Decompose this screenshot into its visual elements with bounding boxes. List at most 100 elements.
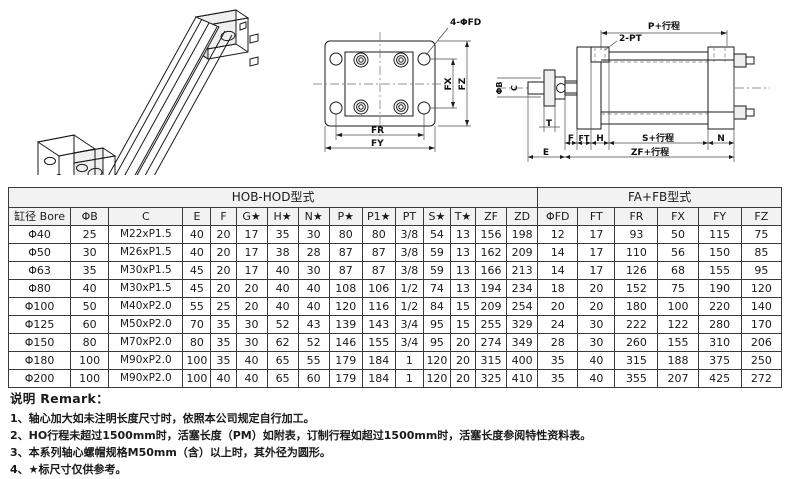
table-cell: 20 xyxy=(210,225,237,244)
table-cell: M30xP1.5 xyxy=(108,279,184,298)
table-cell: 18 xyxy=(537,279,579,298)
table-cell: 207 xyxy=(657,369,699,388)
table-cell: 30 xyxy=(70,243,110,262)
table-cell: 35 xyxy=(266,225,299,244)
table-cell: 100 xyxy=(70,369,110,388)
col-header-phib: ΦB xyxy=(70,207,110,226)
table-cell: 140 xyxy=(740,297,783,316)
side-dim-ft-label: FT xyxy=(579,134,590,143)
col-header-s: S★ xyxy=(422,207,451,226)
table-cell: 20 xyxy=(449,351,477,370)
table-cell: 3/8 xyxy=(394,225,424,244)
table-cell: 213 xyxy=(506,261,539,280)
table-cell: Φ125 xyxy=(7,315,72,334)
side-dim-f-label: F xyxy=(568,134,574,144)
table-cell: 139 xyxy=(328,315,363,334)
table-cell: 59 xyxy=(422,243,451,262)
table-cell: 3/4 xyxy=(394,333,424,352)
table-cell: 179 xyxy=(328,351,363,370)
table-cell: 166 xyxy=(475,261,508,280)
table-cell: 329 xyxy=(506,315,539,334)
table-cell: 194 xyxy=(475,279,508,298)
table-cell: 155 xyxy=(657,333,699,352)
col-header-f: F xyxy=(210,207,237,226)
table-cell: 14 xyxy=(537,243,579,262)
table-cell: 95 xyxy=(422,315,451,334)
side-dim-e-label: E xyxy=(543,148,549,158)
table-cell: 45 xyxy=(182,261,212,280)
table-cell: M30xP1.5 xyxy=(108,261,184,280)
table-cell: 1 xyxy=(394,369,424,388)
table-cell: 28 xyxy=(537,333,579,352)
table-cell: 1/2 xyxy=(394,297,424,316)
table-cell: M70xP2.0 xyxy=(108,333,184,352)
table-cell: 152 xyxy=(614,279,659,298)
table-cell: 310 xyxy=(697,333,742,352)
table-cell: 116 xyxy=(361,297,396,316)
table-cell: 93 xyxy=(614,225,659,244)
table-cell: 255 xyxy=(475,315,508,334)
col-header-pt: PT xyxy=(394,207,424,226)
table-cell: 95 xyxy=(422,333,451,352)
table-cell: 349 xyxy=(506,333,539,352)
side-port-callout-label: 2-PT xyxy=(619,34,643,44)
table-cell: 55 xyxy=(182,297,212,316)
specification-table: HOB-HOD型式 FA+FB型式 缸径 Bore ΦB C E F G★ H★… xyxy=(7,187,783,388)
remark-line-2: 2、HO行程未超过1500mm时，活塞长度（PM）如附表，订制行程如超过1500… xyxy=(10,429,592,442)
table-cell: 65 xyxy=(266,369,299,388)
table-cell: 70 xyxy=(182,315,212,334)
table-cell: 55 xyxy=(297,351,330,370)
table-cell: 1/2 xyxy=(394,279,424,298)
table-cell: 143 xyxy=(361,315,396,334)
table-cell: Φ150 xyxy=(7,333,72,352)
table-cell: 17 xyxy=(577,243,616,262)
table-cell: 13 xyxy=(449,243,477,262)
table-cell: 17 xyxy=(235,261,268,280)
remark-title: 说明 Remark： xyxy=(10,391,109,406)
table-cell: 272 xyxy=(740,369,783,388)
table-cell: 30 xyxy=(235,333,268,352)
table-cell: 75 xyxy=(657,279,699,298)
col-header-p1: P1★ xyxy=(361,207,396,226)
table-cell: 13 xyxy=(449,225,477,244)
table-cell: 198 xyxy=(506,225,539,244)
table-cell: 59 xyxy=(422,261,451,280)
table-cell: 35 xyxy=(210,315,237,334)
table-cell: 40 xyxy=(577,351,616,370)
side-dim-p-label: P+行程 xyxy=(648,20,680,32)
group-header-fa-fb: FA+FB型式 xyxy=(537,187,782,208)
table-cell: 100 xyxy=(70,351,110,370)
table-cell: 35 xyxy=(70,261,110,280)
table-cell: 425 xyxy=(697,369,742,388)
table-cell: 40 xyxy=(266,297,299,316)
col-header-ft: FT xyxy=(577,207,616,226)
table-cell: 20 xyxy=(235,297,268,316)
table-cell: 35 xyxy=(537,369,579,388)
table-cell: 108 xyxy=(328,279,363,298)
col-header-bore: 缸径 Bore xyxy=(7,207,72,226)
table-cell: 45 xyxy=(182,279,212,298)
table-cell: 206 xyxy=(740,333,783,352)
table-cell: 315 xyxy=(614,351,659,370)
table-cell: 1 xyxy=(394,351,424,370)
table-cell: 40 xyxy=(297,279,330,298)
table-cell: 87 xyxy=(361,261,396,280)
table-cell: 80 xyxy=(182,333,212,352)
table-cell: Φ40 xyxy=(7,225,72,244)
table-cell: 100 xyxy=(182,351,212,370)
col-header-c: C xyxy=(108,207,184,226)
table-cell: 40 xyxy=(235,351,268,370)
table-cell: 184 xyxy=(361,351,396,370)
table-cell: 80 xyxy=(328,225,363,244)
table-cell: 84 xyxy=(422,297,451,316)
table-cell: 35 xyxy=(210,351,237,370)
col-header-g: G★ xyxy=(235,207,268,226)
hydraulic-cylinder-isometric-drawing xyxy=(36,9,259,175)
table-cell: 120 xyxy=(328,297,363,316)
table-cell: 40 xyxy=(70,279,110,298)
table-cell: 234 xyxy=(506,279,539,298)
